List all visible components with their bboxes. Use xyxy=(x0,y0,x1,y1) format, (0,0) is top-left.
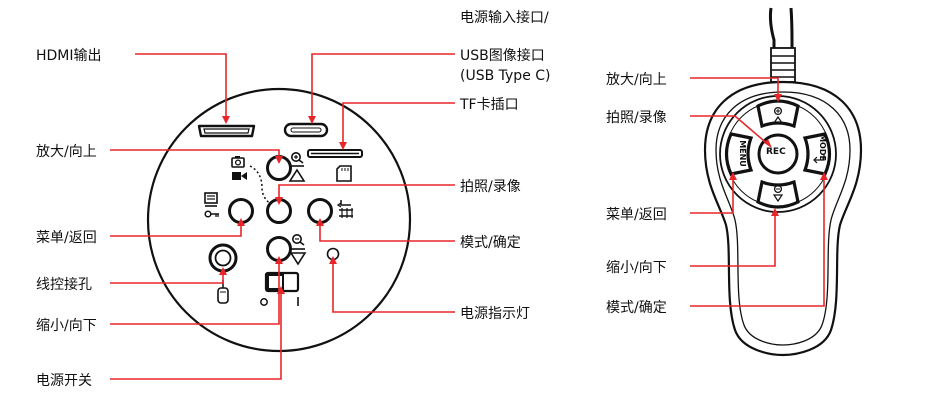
right-callout-lines xyxy=(690,77,825,307)
label-power-in-2: USB图像接口 xyxy=(460,48,545,64)
label-wire-hole: 线控接孔 xyxy=(36,277,92,293)
hdmi-port xyxy=(197,124,256,138)
remote-rec-label: REC xyxy=(766,147,786,157)
remote-zoom-out-icon xyxy=(772,184,784,203)
down-triangle-icon xyxy=(289,252,307,266)
up-triangle-icon xyxy=(288,168,306,182)
tf-card-slot xyxy=(307,149,363,158)
label-zoom-in-right: 放大/向上 xyxy=(606,72,667,88)
label-capture-left: 拍照/录像 xyxy=(460,179,521,195)
usb-c-port xyxy=(283,122,329,138)
power-off-mark xyxy=(260,298,268,306)
label-mode-left: 模式/确定 xyxy=(460,235,521,251)
remote-zoom-in-icon xyxy=(772,106,784,124)
label-zoom-in-left: 放大/向上 xyxy=(36,144,97,160)
remote-mode-button[interactable] xyxy=(802,132,832,176)
wire-control-jack[interactable] xyxy=(208,243,238,273)
camera-icon xyxy=(231,156,245,168)
zoom-in-icon xyxy=(290,152,304,167)
left-callout-arrows xyxy=(219,116,347,294)
remote-menu-button[interactable] xyxy=(724,132,754,176)
enter-icon xyxy=(813,154,825,164)
zoom-out-icon xyxy=(291,234,305,250)
sd-card-icon xyxy=(336,165,352,182)
label-mode-right: 模式/确定 xyxy=(606,300,667,316)
label-zoom-out-right: 缩小/向下 xyxy=(606,260,667,276)
remote-cable xyxy=(768,7,796,83)
remote-menu-label: MENU xyxy=(737,140,747,167)
remote-mode-label: MODE xyxy=(817,134,827,161)
remote-zoom-in-button[interactable] xyxy=(756,99,800,129)
right-callout-arrows xyxy=(729,94,828,216)
label-menu-left: 菜单/返回 xyxy=(36,230,97,246)
mode-icon xyxy=(336,200,353,218)
video-icon xyxy=(232,172,247,180)
key-icon xyxy=(204,210,219,218)
label-power-led: 电源指示灯 xyxy=(460,306,530,322)
label-menu-right: 菜单/返回 xyxy=(606,207,667,223)
label-power-in-1: 电源输入接口/ xyxy=(460,10,549,26)
menu-icon xyxy=(204,192,218,207)
label-hdmi: HDMI输出 xyxy=(36,48,102,64)
label-zoom-out-left: 缩小/向下 xyxy=(36,318,97,334)
label-power-switch: 电源开关 xyxy=(36,373,92,389)
label-tf: TF卡插口 xyxy=(460,97,519,113)
label-power-in-3: (USB Type C) xyxy=(460,68,551,84)
label-capture-right: 拍照/录像 xyxy=(606,110,667,126)
